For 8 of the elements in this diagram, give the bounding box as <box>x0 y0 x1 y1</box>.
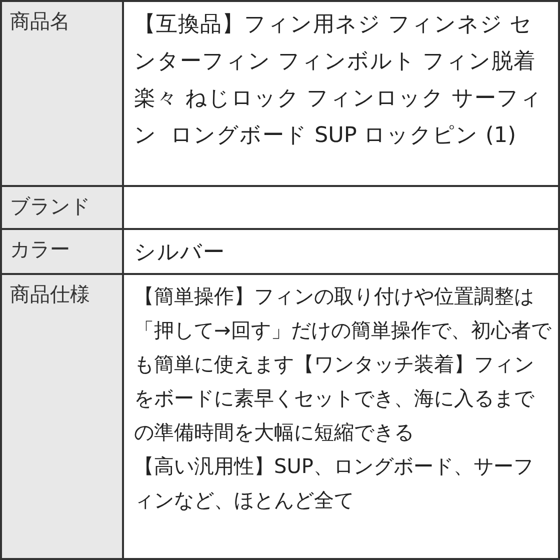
row-header-cell: 商品仕様 <box>2 275 124 560</box>
value-text: 【簡単操作】フィンの取り付けや位置調整は「押して→回す」だけの簡単操作で、初心者でも簡単に使えます【ワンタッチ装着】フィンをボードに素早くセットでき、海に入るまでの準備時間を大幅に短縮できる <box>134 283 552 446</box>
value-text: 【高い汎用性】SUP、ロングボード、サーフィンなど、ほとんど全て <box>134 453 534 514</box>
row-header-cell: カラー <box>2 230 124 275</box>
row-header-cell: 商品名 <box>2 2 124 187</box>
value-text: 【互換品】フィン用ネジ フィンネジ センターフィン フィンボルト フィン脱着楽々 ねじロック フィンロック サーフィン ロングボード SUP ロックピン (1) <box>134 11 544 150</box>
row-header-cell: ブランド <box>2 187 124 230</box>
value-text: シルバー <box>134 239 226 267</box>
